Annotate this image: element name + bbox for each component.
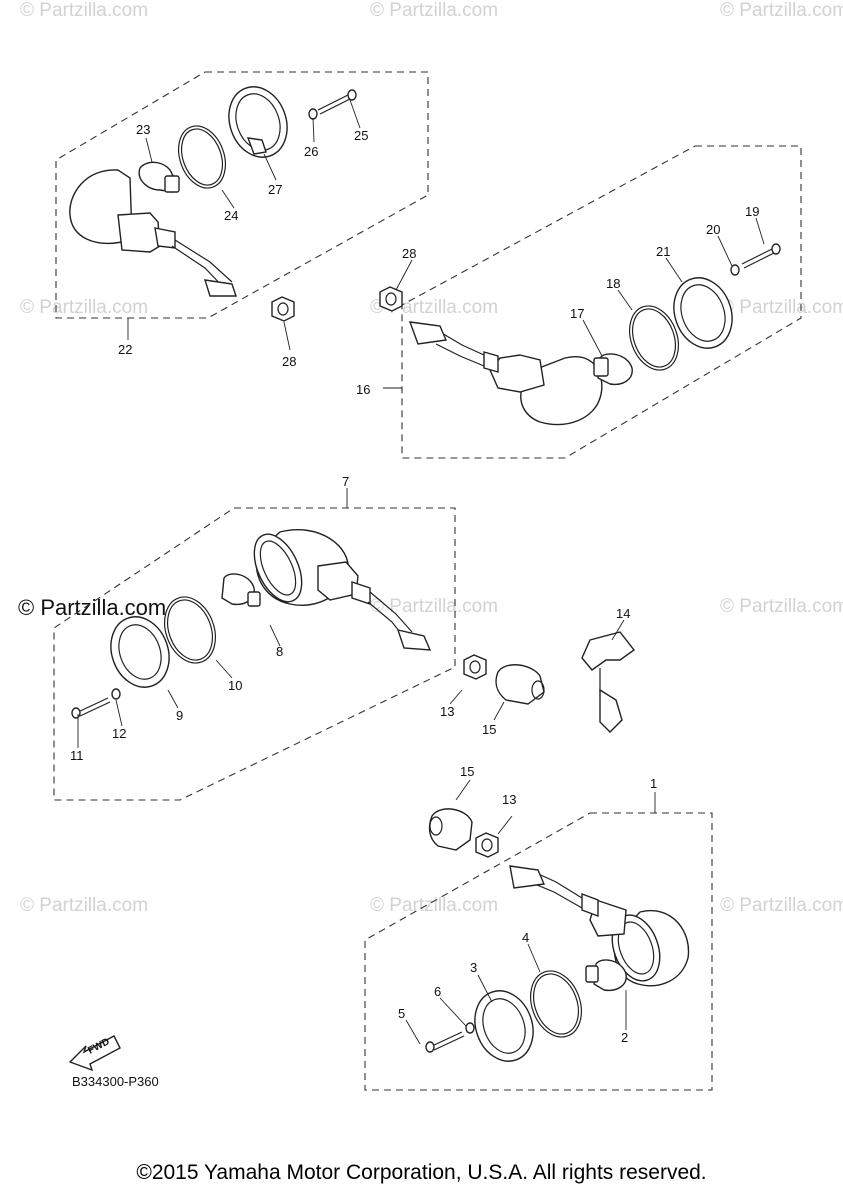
callout-28: 28 [282, 354, 296, 369]
assembly-boundary-7 [53, 507, 456, 801]
watermark-primary: © Partzilla.com [18, 595, 167, 620]
turn-signal-lens-housing-22 [69, 169, 237, 297]
watermark: © Partzilla.com [720, 297, 843, 318]
callout-20: 20 [706, 222, 720, 237]
watermark: © Partzilla.com [20, 297, 149, 318]
lens-3 [474, 990, 534, 1062]
callout-27: 27 [268, 182, 282, 197]
rim-21 [673, 277, 733, 349]
callout-18: 18 [606, 276, 620, 291]
watermark: © Partzilla.com [720, 895, 843, 916]
watermark: © Partzilla.com [20, 895, 149, 916]
callout-26: 26 [304, 144, 318, 159]
bracket-15-a [495, 664, 545, 705]
screw-5 [425, 1031, 465, 1053]
gasket-24 [178, 125, 226, 189]
bulb-23 [138, 161, 180, 193]
callout-2: 2 [621, 1030, 628, 1045]
copyright-notice: ©2015 Yamaha Motor Corporation, U.S.A. A… [136, 1161, 707, 1184]
lens-9 [110, 616, 170, 688]
screw-19 [741, 243, 781, 269]
bulb-17 [593, 353, 633, 386]
callout-12: 12 [112, 726, 126, 741]
callout-21: 21 [656, 244, 670, 259]
callout-5: 5 [398, 1006, 405, 1021]
assembly-boundary-1 [364, 812, 713, 1091]
stay-14 [581, 631, 636, 733]
callout-15: 15 [460, 764, 474, 779]
callout-7: 7 [342, 474, 349, 489]
fwd-arrow-icon: FWD [68, 1035, 121, 1072]
gasket-18 [629, 305, 679, 371]
callout-9: 9 [176, 708, 183, 723]
callout-22: 22 [118, 342, 132, 357]
watermark: © Partzilla.com [720, 596, 843, 617]
callout-17: 17 [570, 306, 584, 321]
screw-25 [317, 89, 357, 115]
bulb-8 [221, 573, 261, 607]
leader-lines [77, 99, 765, 1045]
nut-13-a [463, 654, 487, 680]
assembly-boundary-22 [55, 71, 429, 319]
bracket-15-b [428, 808, 473, 851]
callout-13: 13 [502, 792, 516, 807]
callout-4: 4 [522, 930, 529, 945]
turn-signal-lens-housing-16 [408, 321, 603, 426]
callout-15: 15 [482, 722, 496, 737]
callout-23: 23 [136, 122, 150, 137]
drawing-code: B334300-P360 [72, 1074, 159, 1089]
gasket-10-inner [166, 599, 214, 661]
callout-24: 24 [224, 208, 238, 223]
assembly-boundary-16 [401, 145, 802, 459]
callout-16: 16 [356, 382, 370, 397]
nut-28-a [271, 296, 295, 322]
gasket-4-inner [532, 973, 580, 1035]
rim-27 [228, 86, 288, 158]
callout-8: 8 [276, 644, 283, 659]
callout-numbers: 1234567891011121313141515161718192021222… [70, 122, 759, 1045]
callout-3: 3 [470, 960, 477, 975]
callout-11: 11 [70, 748, 84, 763]
callout-1: 1 [650, 776, 657, 791]
gasket-4 [530, 970, 582, 1038]
washer-20 [730, 264, 740, 276]
watermark: © Partzilla.com [370, 0, 499, 21]
gasket-10 [164, 596, 216, 664]
callout-10: 10 [228, 678, 242, 693]
turn-signal-body-1 [509, 865, 690, 987]
callout-28: 28 [402, 246, 416, 261]
watermark: © Partzilla.com [720, 0, 843, 21]
bulb-2 [585, 959, 627, 992]
gasket-24-inner [180, 128, 224, 186]
gasket-18-inner [631, 308, 677, 368]
watermark: © Partzilla.com [370, 596, 499, 617]
turn-signal-body-7 [253, 529, 432, 651]
washer-26 [308, 108, 318, 120]
callout-13: 13 [440, 704, 454, 719]
callout-25: 25 [354, 128, 368, 143]
callout-19: 19 [745, 204, 759, 219]
washer-12 [111, 688, 121, 700]
callout-6: 6 [434, 984, 441, 999]
watermark: © Partzilla.com [370, 895, 499, 916]
washer-6 [465, 1022, 475, 1034]
nut-13-b [475, 832, 499, 858]
nut-28-b [379, 286, 403, 312]
callout-14: 14 [616, 606, 630, 621]
watermark: © Partzilla.com [20, 0, 149, 21]
